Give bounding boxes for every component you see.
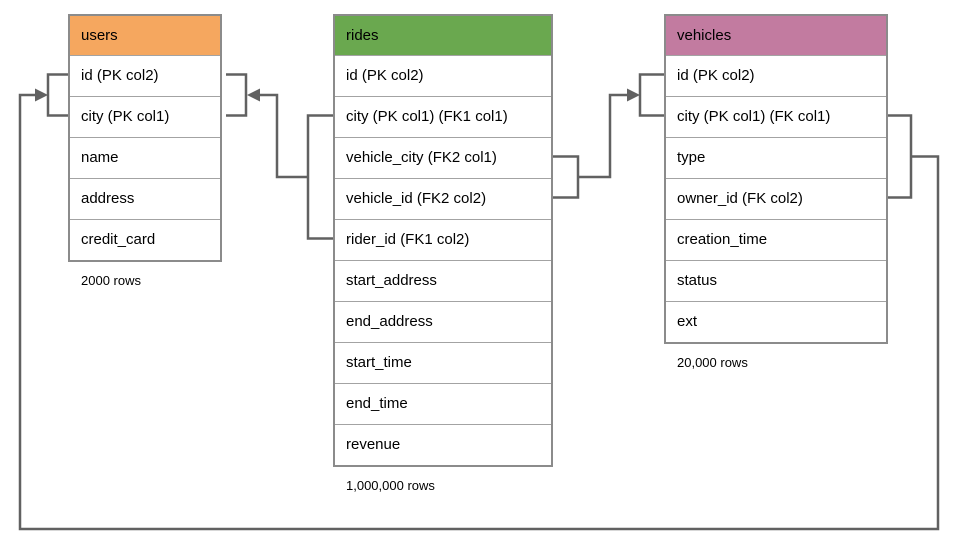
fk-line-rides-vehicles — [578, 93, 628, 179]
arrowhead-into-vehicles-left — [627, 88, 640, 102]
table-row: status — [666, 260, 886, 301]
table-vehicles-box: vehicles id (PK col2) city (PK col1) (FK… — [664, 14, 888, 344]
vehicles-right-bracket — [884, 114, 913, 199]
table-row: id (PK col2) — [666, 55, 886, 96]
row-count-caption: 2000 rows — [81, 273, 141, 288]
table-vehicles: vehicles id (PK col2) city (PK col1) (FK… — [664, 14, 888, 370]
fk-line-vehicles-users — [18, 93, 940, 531]
fk-line-rides-users — [258, 93, 308, 179]
table-row: end_time — [335, 383, 551, 424]
table-users: users id (PK col2) city (PK col1) name a… — [68, 14, 222, 288]
arrowhead-into-users-left — [35, 88, 48, 102]
table-vehicles-header: vehicles — [666, 16, 886, 55]
table-row: type — [666, 137, 886, 178]
arrowhead-into-users-right — [247, 88, 260, 102]
table-row: ext — [666, 301, 886, 342]
table-row: rider_id (FK1 col2) — [335, 219, 551, 260]
table-row: creation_time — [666, 219, 886, 260]
rides-right-bracket — [549, 155, 580, 199]
table-row: start_address — [335, 260, 551, 301]
table-row: owner_id (FK col2) — [666, 178, 886, 219]
relationship-rides-vehicles — [549, 73, 668, 199]
table-row: city (PK col1) (FK1 col1) — [335, 96, 551, 137]
table-row: vehicle_id (FK2 col2) — [335, 178, 551, 219]
table-rides-box: rides id (PK col2) city (PK col1) (FK1 c… — [333, 14, 553, 467]
table-row: start_time — [335, 342, 551, 383]
table-row: revenue — [335, 424, 551, 465]
table-row: city (PK col1) — [70, 96, 220, 137]
table-row: end_address — [335, 301, 551, 342]
table-users-header: users — [70, 16, 220, 55]
table-rides-header: rides — [335, 16, 551, 55]
table-users-box: users id (PK col2) city (PK col1) name a… — [68, 14, 222, 262]
row-count-caption: 1,000,000 rows — [346, 478, 435, 493]
table-rides: rides id (PK col2) city (PK col1) (FK1 c… — [333, 14, 553, 493]
table-row: credit_card — [70, 219, 220, 260]
table-row: city (PK col1) (FK col1) — [666, 96, 886, 137]
table-row: id (PK col2) — [70, 55, 220, 96]
table-row: vehicle_city (FK2 col1) — [335, 137, 551, 178]
table-row: address — [70, 178, 220, 219]
users-right-bracket — [226, 73, 248, 117]
row-count-caption: 20,000 rows — [677, 355, 748, 370]
table-row: name — [70, 137, 220, 178]
relationship-rides-users — [226, 73, 337, 240]
table-row: id (PK col2) — [335, 55, 551, 96]
